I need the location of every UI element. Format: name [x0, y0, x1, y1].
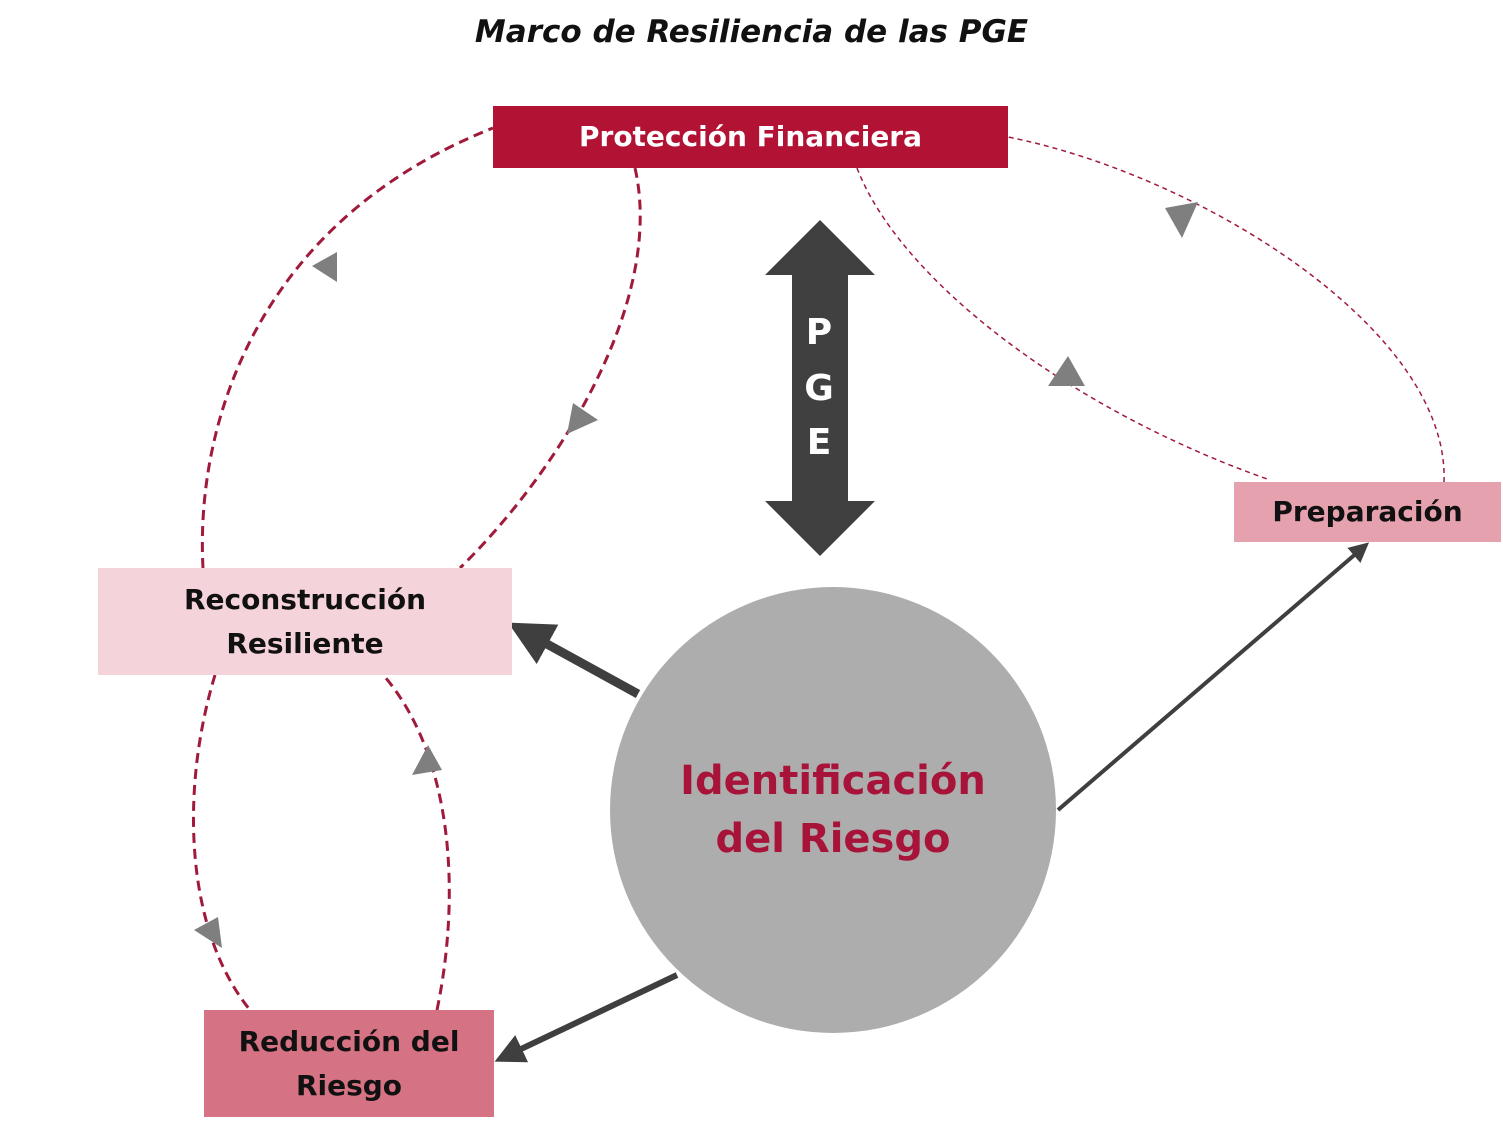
arrowhead-recon-to-reduccion	[194, 917, 222, 948]
arrowhead-reduccion-to-recon	[412, 745, 442, 775]
dashed-loop-recon-to-reduccion	[191, 674, 252, 1011]
reconstruccion-label-line2: Resiliente	[226, 626, 384, 660]
preparacion-box: Preparación	[1234, 482, 1501, 542]
identificacion-label-line1: Identificación	[680, 758, 986, 804]
dashed-loop-recon-to-proteccion	[200, 126, 494, 569]
reduccion-del-riesgo-box: Reducción del Riesgo	[204, 1010, 494, 1117]
reduccion-label-line1: Reducción del	[238, 1024, 460, 1058]
arrowhead-proteccion-to-preparacion	[1048, 356, 1085, 386]
reconstruccion-resiliente-box: Reconstrucción Resiliente	[98, 568, 512, 675]
arrowhead-proteccion-to-recon	[567, 403, 598, 434]
pge-letter-e: E	[806, 422, 832, 463]
dashed-loop-reduccion-to-recon	[383, 676, 451, 1011]
identificacion-label-line2: del Riesgo	[715, 816, 951, 862]
pge-letter-p: P	[805, 312, 833, 353]
identificacion-label: Identificación del Riesgo	[640, 752, 1026, 868]
reduccion-label-line2: Riesgo	[295, 1068, 403, 1102]
reconstruccion-label-line1: Reconstrucción	[183, 582, 427, 616]
arrowhead-preparacion-to-proteccion	[1165, 202, 1198, 238]
dashed-loop-preparacion-to-proteccion	[1007, 136, 1445, 483]
pge-double-arrow	[765, 220, 875, 556]
arrowhead-recon-to-proteccion	[312, 252, 337, 282]
dashed-loop-proteccion-to-preparacion	[856, 167, 1271, 481]
dashed-loop-proteccion-to-recon	[458, 167, 642, 570]
preparacion-label: Preparación	[1272, 495, 1463, 528]
pge-letter-g: G	[804, 368, 834, 409]
arrow-to-preparacion	[1056, 542, 1370, 812]
diagram-title: Marco de Resiliencia de las PGE	[474, 14, 1029, 50]
proteccion-financiera-label: Protección Financiera	[578, 120, 923, 153]
arrow-to-reduccion	[494, 972, 679, 1063]
arrow-to-reconstruccion	[508, 622, 641, 698]
identificacion-circle	[610, 587, 1056, 1033]
proteccion-financiera-box: Protección Financiera	[493, 106, 1008, 168]
